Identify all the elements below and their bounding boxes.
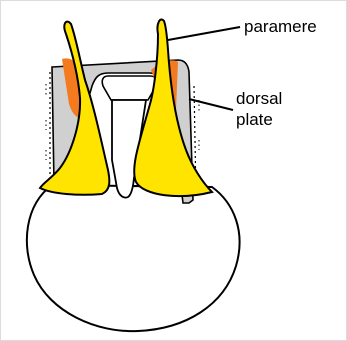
dorsal-plate-label-line2: plate bbox=[236, 109, 273, 130]
paramere-label: paramere bbox=[244, 16, 317, 37]
basal-capsule bbox=[27, 185, 240, 331]
dorsal-plate-leader-line bbox=[189, 99, 233, 110]
right-paramere bbox=[134, 19, 212, 196]
dorsal-plate-label-line1: dorsal bbox=[236, 88, 282, 109]
paramere-leader-line bbox=[168, 27, 240, 40]
